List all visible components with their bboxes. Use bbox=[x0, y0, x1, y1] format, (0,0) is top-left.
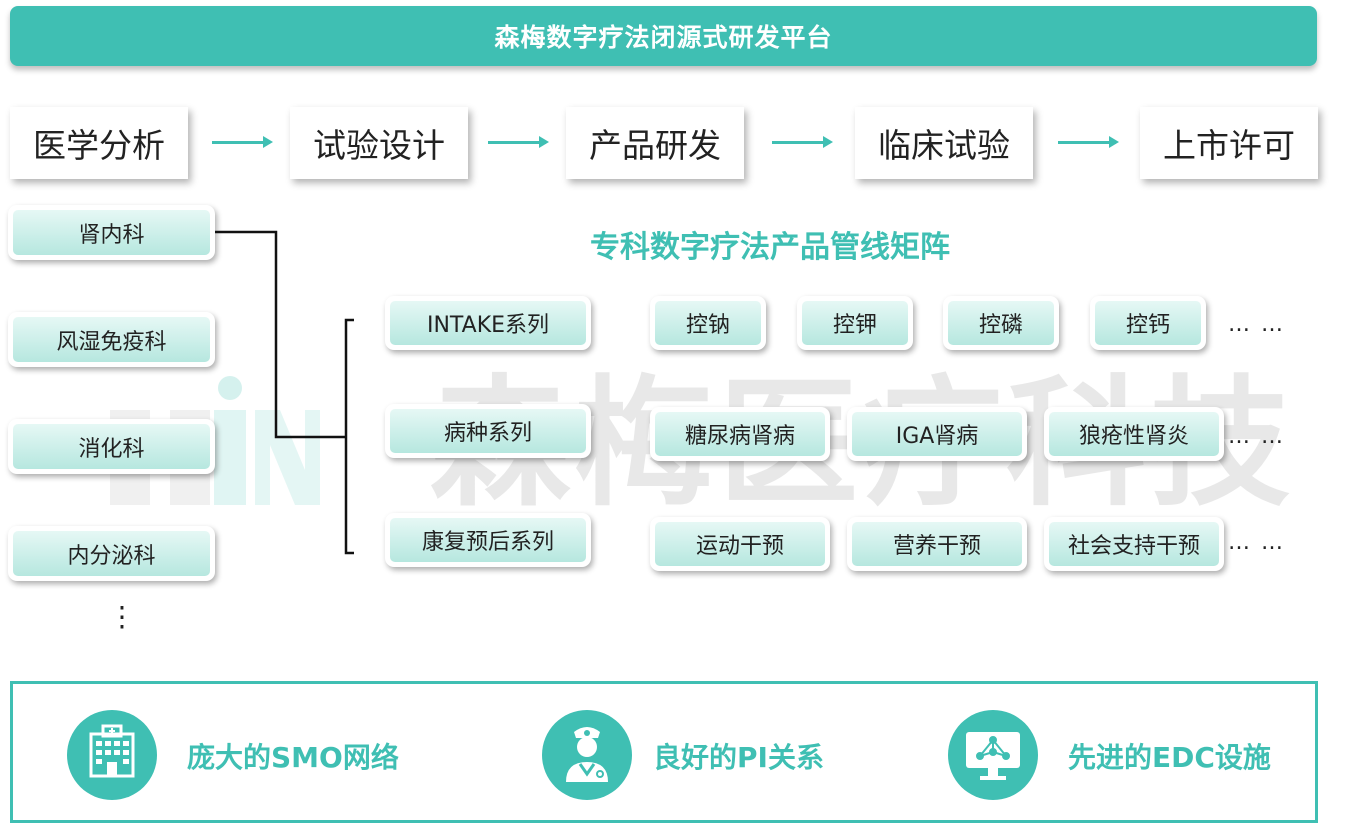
monitor-network-icon bbox=[966, 732, 1020, 780]
product-iga-nephropathy: IGA肾病 bbox=[847, 407, 1027, 461]
department-rheumatology: 风湿免疫科 bbox=[8, 312, 215, 367]
department-gastroenterology: 消化科 bbox=[8, 419, 215, 474]
features-panel bbox=[10, 681, 1318, 823]
product-label: 控钾 bbox=[802, 301, 908, 345]
flow-arrow-icon bbox=[1058, 136, 1119, 148]
product-sodium-control: 控钠 bbox=[650, 296, 766, 350]
feature-edc-icon-circle bbox=[948, 710, 1038, 800]
series-intake: INTAKE系列 bbox=[385, 296, 591, 350]
product-diabetic-nephropathy: 糖尿病肾病 bbox=[650, 407, 830, 461]
stage-label: 试验设计 bbox=[313, 126, 445, 165]
series-label: 康复预后系列 bbox=[390, 518, 586, 562]
feature-pi-icon-circle bbox=[542, 710, 632, 800]
stage-product-development: 产品研发 bbox=[566, 107, 744, 179]
product-label: 营养干预 bbox=[852, 522, 1022, 566]
product-label: 狼疮性肾炎 bbox=[1049, 412, 1219, 456]
doctor-icon bbox=[566, 727, 608, 782]
product-exercise-intervention: 运动干预 bbox=[650, 517, 830, 571]
platform-title: 森梅数字疗法闭源式研发平台 bbox=[494, 23, 833, 52]
product-calcium-control: 控钙 bbox=[1090, 296, 1206, 350]
stage-medical-analysis: 医学分析 bbox=[10, 107, 188, 179]
stage-clinical-trial: 临床试验 bbox=[855, 107, 1033, 179]
product-potassium-control: 控钾 bbox=[797, 296, 913, 350]
product-label: 运动干预 bbox=[655, 522, 825, 566]
flow-arrow-icon bbox=[488, 136, 549, 148]
department-label: 肾内科 bbox=[13, 210, 210, 255]
department-label: 内分泌科 bbox=[13, 531, 210, 576]
flow-arrow-icon bbox=[212, 136, 273, 148]
stage-label: 产品研发 bbox=[589, 126, 721, 165]
platform-title-banner: 森梅数字疗法闭源式研发平台 bbox=[10, 6, 1317, 66]
product-label: 糖尿病肾病 bbox=[655, 412, 825, 456]
product-phosphorus-control: 控磷 bbox=[943, 296, 1059, 350]
stage-label: 临床试验 bbox=[878, 126, 1010, 165]
product-label: IGA肾病 bbox=[852, 412, 1022, 456]
department-endocrinology: 内分泌科 bbox=[8, 526, 215, 581]
series-more: … … bbox=[1228, 312, 1285, 337]
feature-smo-icon-circle bbox=[67, 710, 157, 800]
product-lupus-nephritis: 狼疮性肾炎 bbox=[1044, 407, 1224, 461]
series-more: … … bbox=[1228, 530, 1285, 555]
feature-pi-relationship: 良好的PI关系 bbox=[653, 741, 824, 774]
matrix-title: 专科数字疗法产品管线矩阵 bbox=[590, 230, 950, 265]
series-label: 病种系列 bbox=[390, 409, 586, 453]
product-social-support-intervention: 社会支持干预 bbox=[1044, 517, 1224, 571]
stage-market-approval: 上市许可 bbox=[1140, 107, 1318, 179]
department-nephrology: 肾内科 bbox=[8, 205, 215, 260]
flow-arrow-icon bbox=[772, 136, 833, 148]
feature-smo-network: 庞大的SMO网络 bbox=[187, 741, 399, 774]
hospital-building-icon bbox=[89, 724, 135, 778]
series-rehabilitation: 康复预后系列 bbox=[385, 513, 591, 567]
department-label: 风湿免疫科 bbox=[13, 317, 210, 362]
feature-edc-facility: 先进的EDC设施 bbox=[1068, 741, 1271, 774]
series-more: … … bbox=[1228, 424, 1285, 449]
stage-label: 医学分析 bbox=[33, 126, 165, 165]
departments-more: ⋮ bbox=[108, 600, 136, 633]
department-label: 消化科 bbox=[13, 424, 210, 469]
series-disease: 病种系列 bbox=[385, 404, 591, 458]
product-label: 控钠 bbox=[655, 301, 761, 345]
series-label: INTAKE系列 bbox=[390, 301, 586, 345]
stage-label: 上市许可 bbox=[1163, 126, 1295, 165]
stage-trial-design: 试验设计 bbox=[290, 107, 468, 179]
product-nutrition-intervention: 营养干预 bbox=[847, 517, 1027, 571]
product-label: 控磷 bbox=[948, 301, 1054, 345]
product-label: 社会支持干预 bbox=[1049, 522, 1219, 566]
product-label: 控钙 bbox=[1095, 301, 1201, 345]
